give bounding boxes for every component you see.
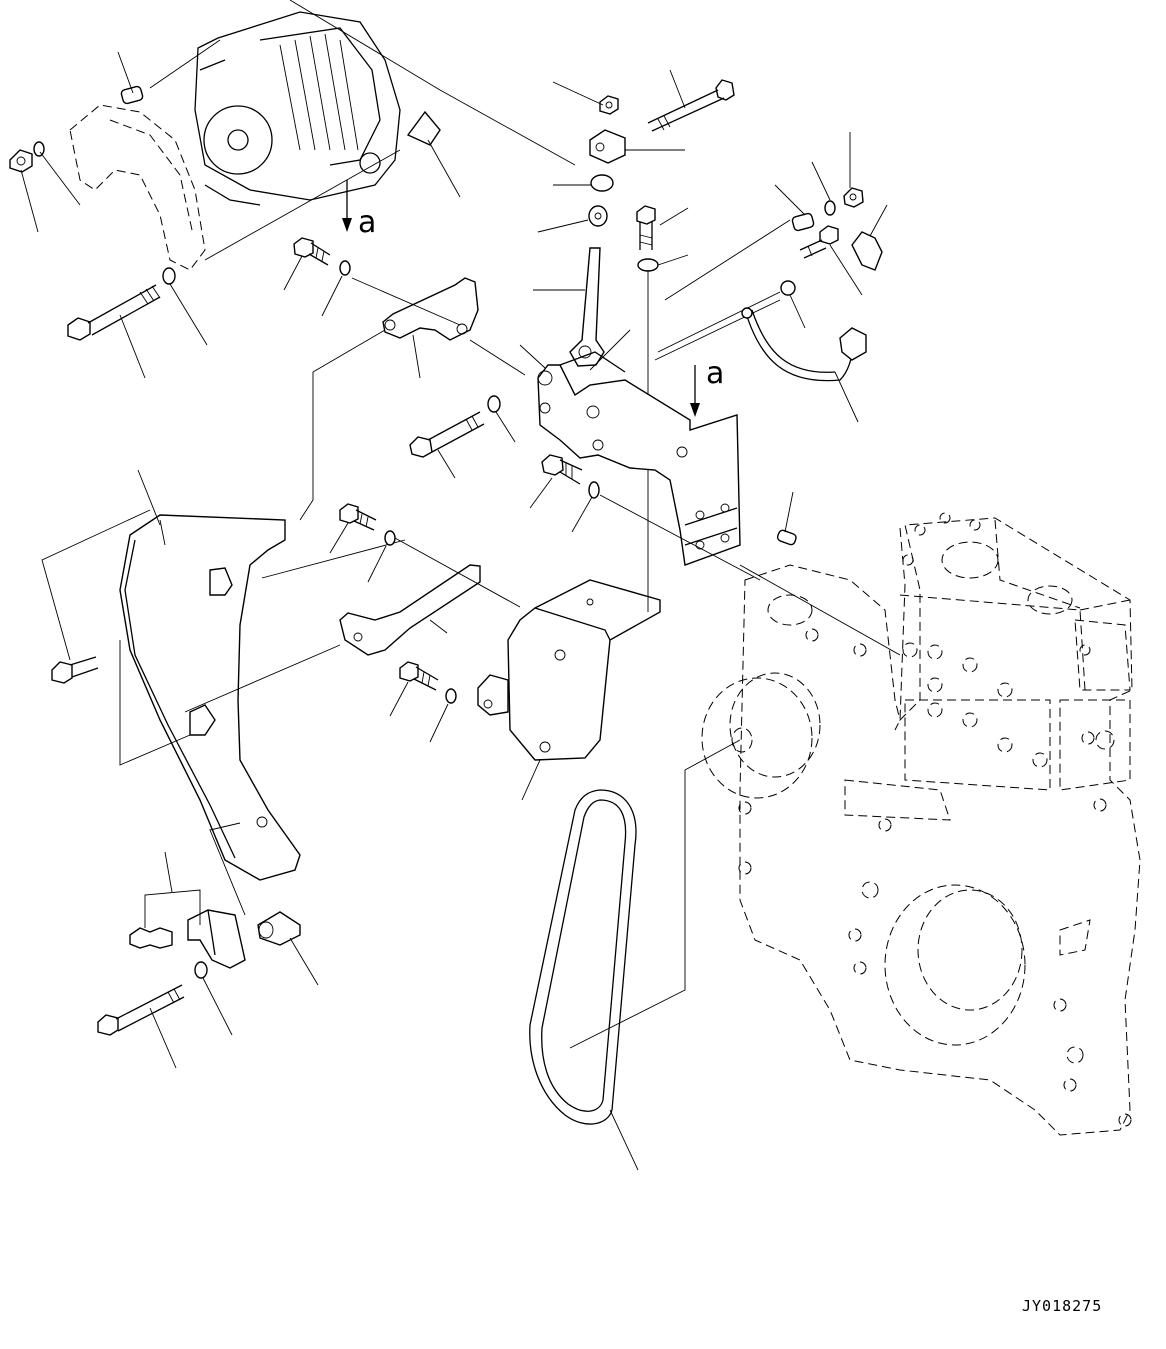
washer-lower-1 [384, 530, 396, 546]
main-bracket [537, 351, 741, 566]
pulley-cover [69, 104, 206, 271]
washer-right [824, 200, 836, 216]
nut-center [588, 205, 608, 227]
washer-left [33, 141, 45, 157]
clip-bracket-top [406, 110, 441, 146]
ground-cable [741, 307, 867, 382]
dowel-pin [776, 529, 797, 546]
terminal-cap [851, 231, 883, 271]
bolt-plate [399, 661, 439, 691]
bolt-right [799, 225, 839, 259]
washer-center [637, 258, 659, 272]
adjust-bolt-long [647, 79, 735, 132]
washer-bracket [487, 395, 501, 413]
adjust-block [589, 129, 626, 164]
adjust-link [569, 247, 605, 367]
nut-top [599, 95, 619, 115]
support-plate [477, 579, 661, 761]
nut-left [9, 149, 33, 173]
lower-bracket [339, 564, 481, 656]
washer-upper [339, 260, 351, 276]
tension-block [187, 909, 246, 969]
bolt-lower-1 [339, 503, 377, 531]
upper-bracket [382, 277, 479, 341]
bolt-bracket-short [541, 454, 583, 485]
washer-bracket-2 [588, 481, 600, 499]
washer-left-2 [162, 267, 176, 285]
alternator [194, 11, 401, 206]
v-belt [529, 789, 637, 1125]
bolt-upper [293, 237, 331, 266]
spacer-right [791, 212, 815, 232]
belt-guard [119, 514, 301, 881]
bolt-lower-long [97, 984, 185, 1036]
long-bolt-left [67, 284, 161, 341]
washer-lower [194, 961, 208, 979]
drawing-code: JY018275 [1022, 1297, 1103, 1315]
view-label-right: a [706, 356, 724, 391]
washer-plate [445, 688, 457, 704]
washer-right-2 [780, 280, 796, 296]
sleeve-nut [590, 174, 614, 192]
view-label-left: a [358, 205, 376, 240]
bolt-block [129, 927, 173, 949]
bolt-bracket-left [409, 411, 485, 458]
nut-right [843, 187, 864, 208]
bolt-guard [51, 656, 99, 684]
bolt-center-vertical [636, 205, 656, 250]
spacer-top [120, 85, 144, 105]
spacer-lower [257, 911, 301, 946]
engine-block [701, 512, 1141, 1136]
